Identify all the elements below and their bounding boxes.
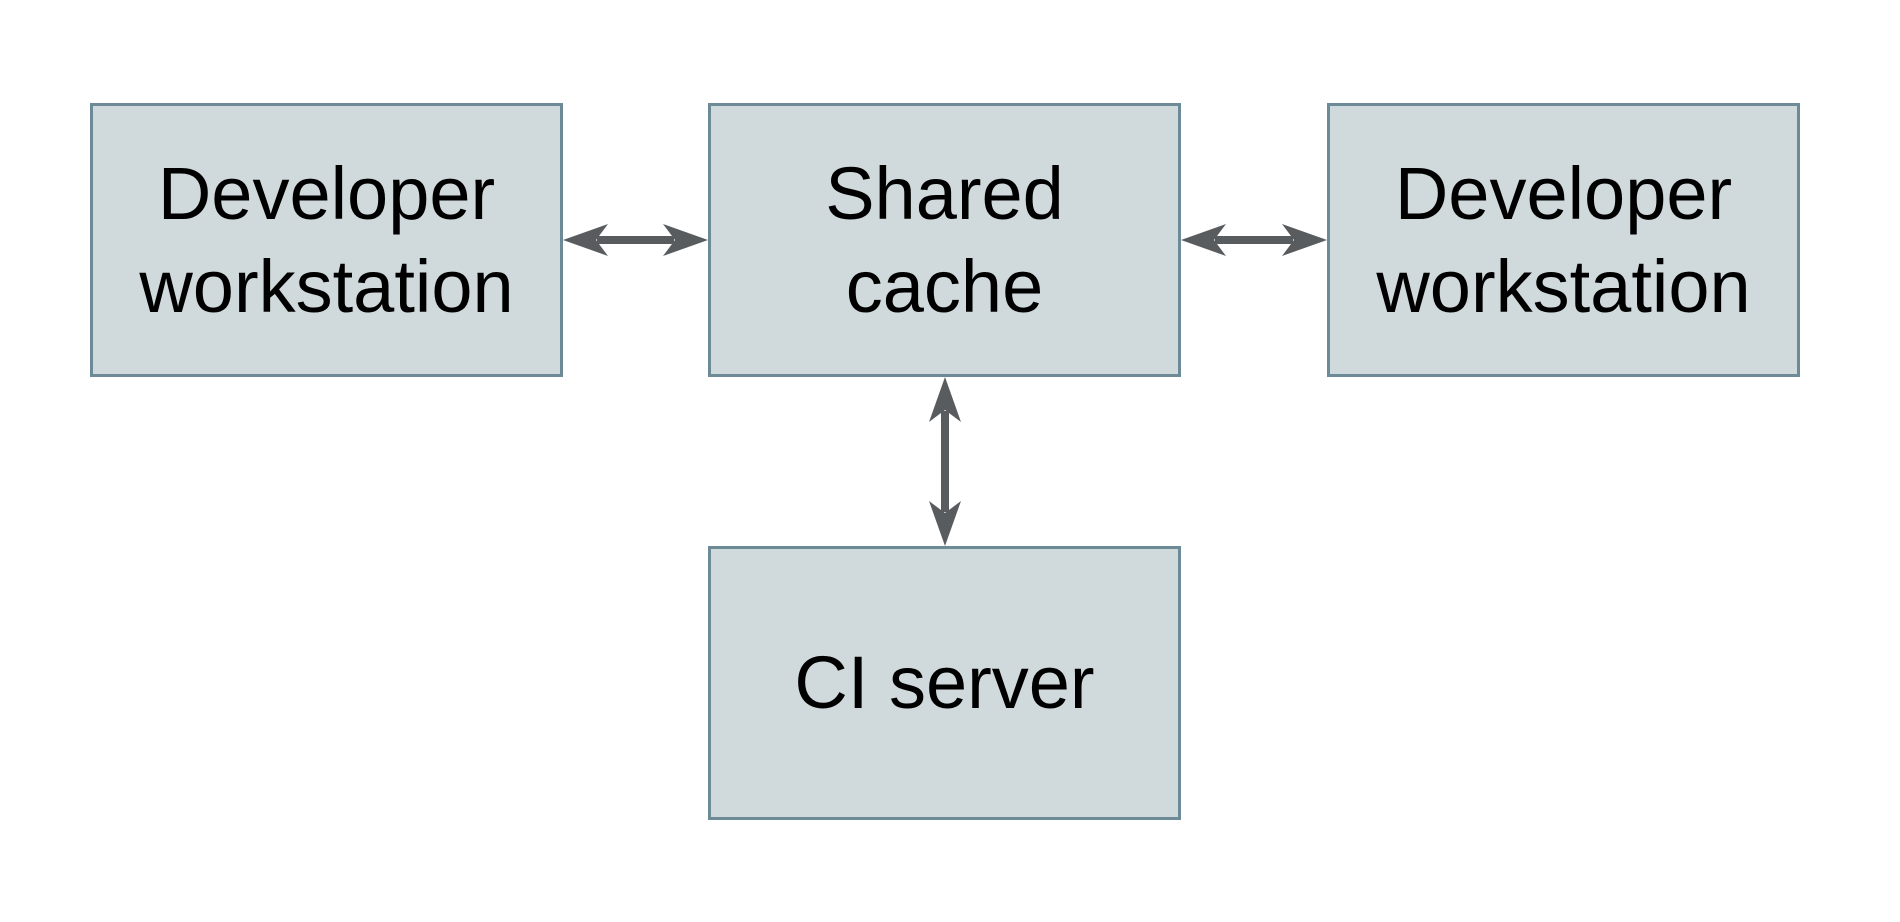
node-ci-server: CI server bbox=[708, 546, 1181, 820]
node-shared-cache: Shared cache bbox=[708, 103, 1181, 377]
bidirectional-arrow-cache-to-ci-server-icon bbox=[929, 377, 961, 546]
bidirectional-arrow-cache-to-right-workstation-icon bbox=[1181, 224, 1327, 256]
node-developer-workstation-right: Developer workstation bbox=[1327, 103, 1800, 377]
node-developer-workstation-left-label: Developer workstation bbox=[139, 151, 514, 328]
node-ci-server-label: CI server bbox=[794, 641, 1095, 725]
node-developer-workstation-right-label: Developer workstation bbox=[1376, 151, 1751, 328]
node-shared-cache-label: Shared cache bbox=[825, 151, 1064, 328]
node-developer-workstation-left: Developer workstation bbox=[90, 103, 563, 377]
bidirectional-arrow-left-workstation-to-cache-icon bbox=[563, 224, 708, 256]
